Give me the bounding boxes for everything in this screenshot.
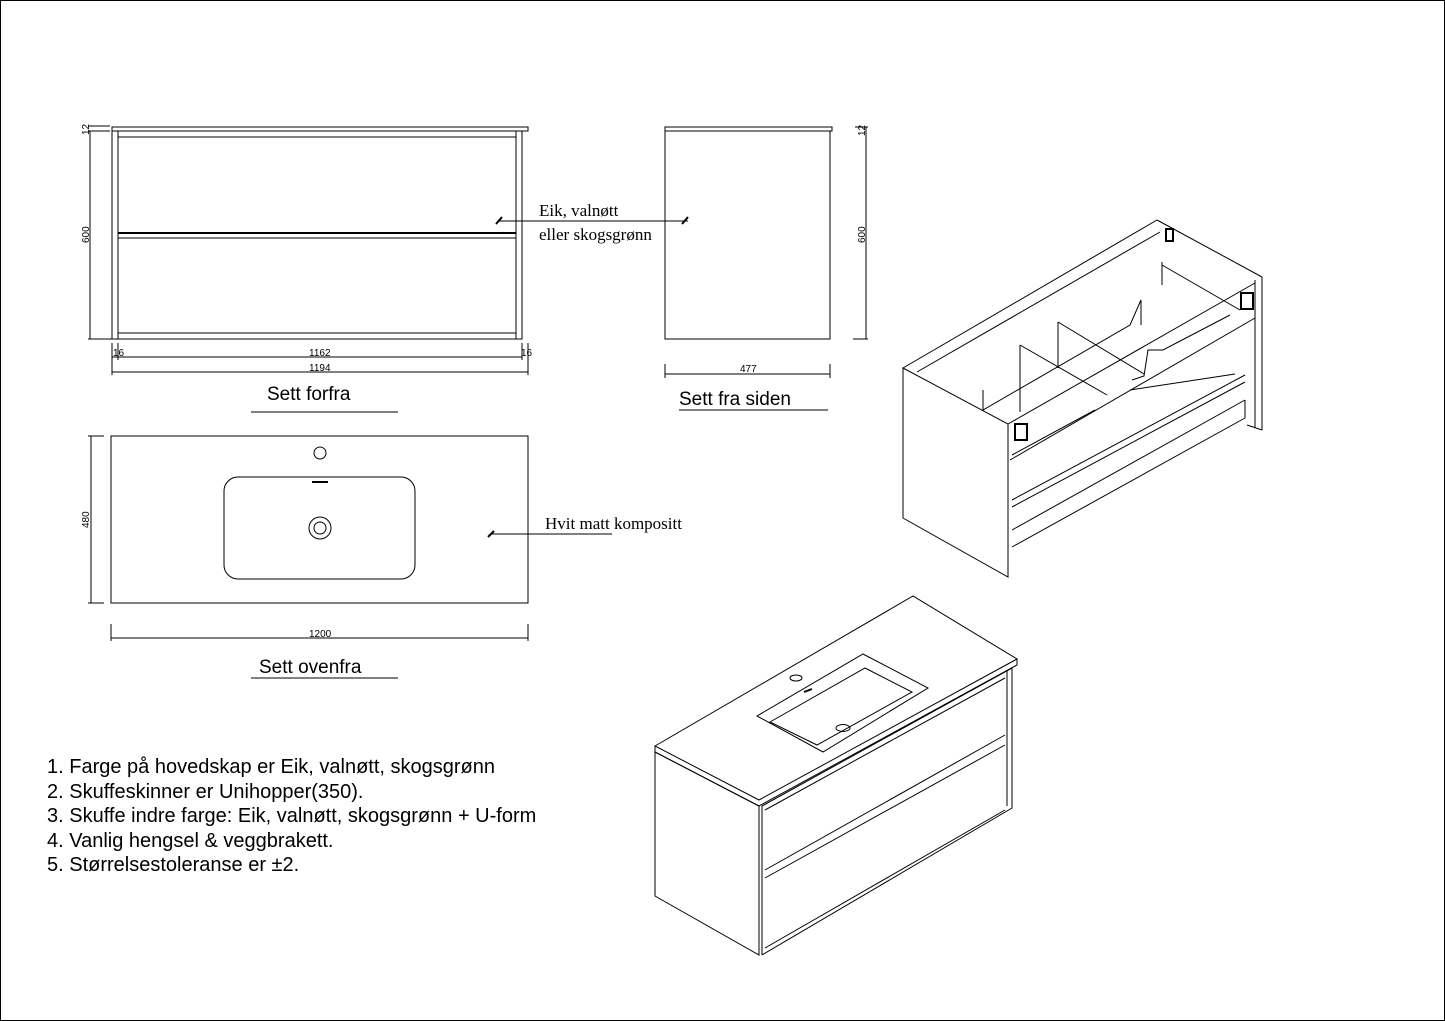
iso-open-cabinet (902, 219, 1263, 578)
drain (308, 516, 332, 540)
top-view: 480 1200 Sett ovenfra Hvit matt komposit… (81, 435, 682, 679)
dim-height-front: 600 (81, 226, 92, 243)
callout-wood: Eik, valnøtt eller skogsgrønn (495, 201, 689, 244)
dim-total-width: 1194 (309, 363, 331, 374)
dim-inner-width: 1162 (309, 348, 331, 359)
note-item: 1. Farge på hovedskap er Eik, valnøtt, s… (47, 756, 495, 778)
dim-depth-top: 480 (81, 511, 92, 528)
view-title-top: Sett ovenfra (259, 657, 362, 678)
view-title-front: Sett forfra (267, 384, 351, 405)
side-view: 12 600 477 Sett fra siden (664, 124, 868, 411)
dim-top-front: 12 (81, 123, 92, 135)
note-item: 5. Størrelsestoleranse er ±2. (47, 854, 300, 876)
callout-wood-line2: eller skogsgrønn (539, 225, 652, 244)
dim-width-top: 1200 (309, 629, 332, 640)
note-item: 3. Skuffe indre farge: Eik, valnøtt, sko… (47, 805, 537, 827)
iso-closed-cabinet (653, 595, 1019, 956)
dim-side-right: 16 (521, 348, 533, 359)
dim-height-side: 600 (857, 226, 868, 243)
hinge-icon (1240, 292, 1254, 310)
callout-wood-line1: Eik, valnøtt (539, 201, 619, 220)
callout-top-material: Hvit matt kompositt (545, 514, 682, 533)
notes-list: 1. Farge på hovedskap er Eik, valnøtt, s… (47, 755, 536, 878)
faucet-hole (313, 446, 327, 460)
note-item: 2. Skuffeskinner er Unihopper(350). (47, 780, 364, 803)
dim-depth-side: 477 (740, 364, 757, 375)
front-view: 12 600 16 1162 16 1194 Sett forfra (81, 123, 533, 413)
dim-side-left: 16 (113, 348, 125, 359)
note-item: 4. Vanlig hengsel & veggbrakett. (47, 829, 334, 852)
basin (223, 476, 416, 580)
view-title-side: Sett fra siden (679, 389, 791, 410)
bracket-icon (1165, 228, 1174, 242)
hinge-icon (1014, 423, 1028, 441)
dim-top-side: 12 (857, 124, 868, 136)
